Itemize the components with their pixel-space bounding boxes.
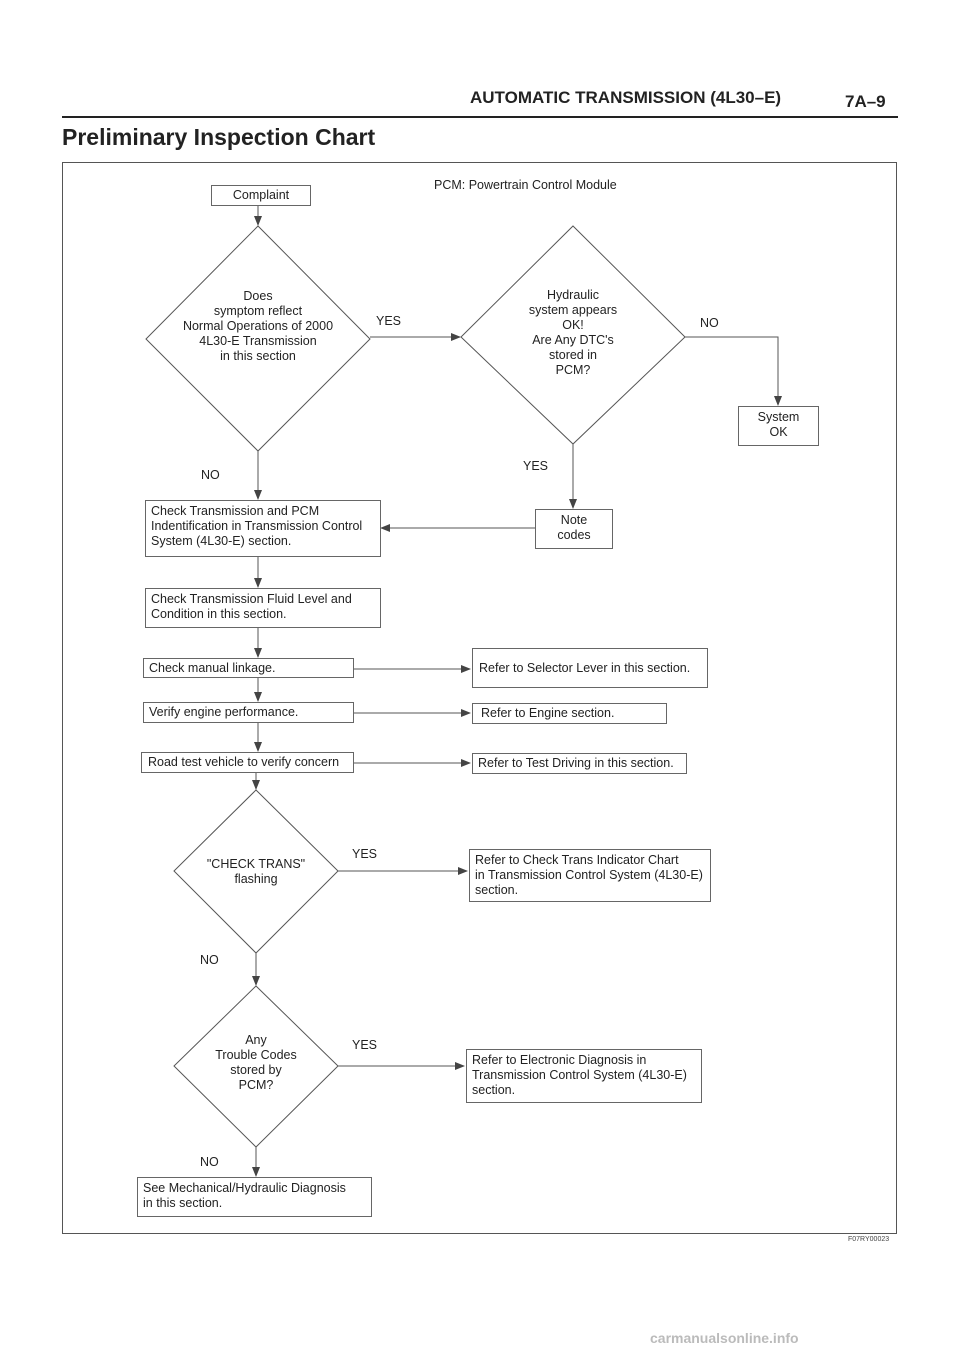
no-label-hydraulic: NO [700,316,719,330]
ref-engine-box: Refer to Engine section. [472,703,667,724]
header-rule [62,116,898,118]
footer-watermark: carmanualsonline.info [650,1330,799,1346]
complaint-box: Complaint [211,185,311,206]
no-label-trouble: NO [200,1155,219,1169]
ref-selector-box: Refer to Selector Lever in this section. [472,648,708,688]
figure-id: F07RY00023 [848,1236,890,1243]
no-label-symptom: NO [201,468,220,482]
yes-label-check-trans: YES [352,847,378,861]
no-label-check-trans: NO [200,953,219,967]
pcm-legend: PCM: Powertrain Control Module [434,178,617,192]
check-linkage-box: Check manual linkage. [143,658,354,678]
check-trans-decision-text: "CHECK TRANS"flashing [206,857,306,886]
page-title: Preliminary Inspection Chart [62,124,376,150]
section-title: AUTOMATIC TRANSMISSION (4L30–E) [470,88,782,107]
page-number: 7A–9 [845,92,886,111]
yes-label-symptom: YES [376,314,402,328]
verify-engine-box: Verify engine performance. [143,702,354,723]
ref-driving-box: Refer to Test Driving in this section. [472,753,687,774]
diagram-frame [62,162,897,1234]
yes-label-trouble: YES [352,1038,378,1052]
yes-label-hydraulic: YES [523,459,549,473]
road-test-box: Road test vehicle to verify concern [141,752,354,773]
